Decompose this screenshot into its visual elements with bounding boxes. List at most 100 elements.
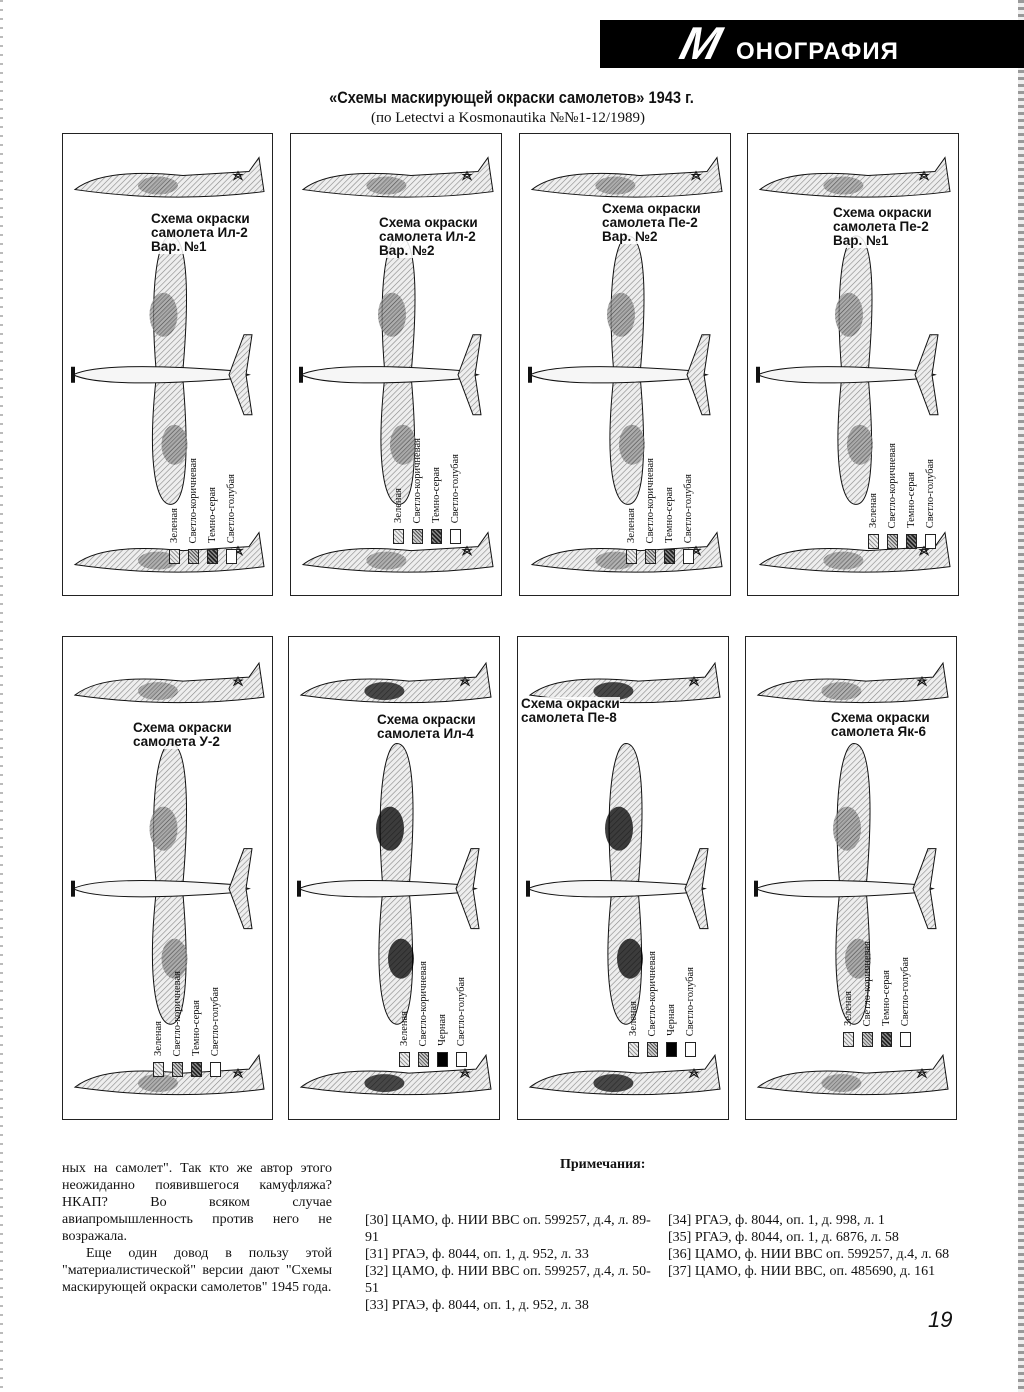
panel-title: Схема окраски самолета У-2 xyxy=(133,720,232,749)
legend-swatch xyxy=(190,1062,202,1077)
body-paragraph: Еще один довод в пользу этой "материалис… xyxy=(62,1246,332,1295)
legend-swatch xyxy=(684,1042,696,1057)
legend-item: Темно-серая xyxy=(189,1000,203,1077)
legend-label: Темно-серая xyxy=(430,467,442,523)
legend-swatch xyxy=(417,1052,429,1067)
legend-swatch xyxy=(646,1042,658,1057)
notes-left-column: [30] ЦАМО, ф. НИИ ВВС оп. 599257, д.4, л… xyxy=(365,1212,660,1314)
legend-swatch xyxy=(663,549,675,564)
legend-swatch xyxy=(398,1052,410,1067)
legend-swatch xyxy=(644,549,656,564)
legend-item: Темно-серая xyxy=(662,487,676,564)
plan-view xyxy=(71,742,253,1025)
legend-item: Светло-голубая xyxy=(898,957,912,1047)
legend-label: Зеленая xyxy=(625,508,637,543)
legend-item: Светло-коричневая xyxy=(170,971,184,1077)
legend-item: Светло-коричневая xyxy=(186,458,200,564)
legend-label: Черная xyxy=(665,1004,677,1036)
legend-label: Темно-серая xyxy=(663,487,675,543)
notes-right-column: [34] РГАЭ, ф. 8044, оп. 1, д. 998, л. 1 … xyxy=(668,1212,953,1280)
legend-label: Светло-голубая xyxy=(455,976,467,1046)
legend-swatch xyxy=(842,1032,854,1047)
legend-swatch xyxy=(682,549,694,564)
side-view xyxy=(73,661,265,704)
panel-title: Схема окраски самолета Пе-8 xyxy=(521,696,620,725)
note-item: [32] ЦАМО, ф. НИИ ВВС оп. 599257, д.4, л… xyxy=(365,1264,651,1296)
legend-swatch xyxy=(665,1042,677,1057)
side-view xyxy=(528,1053,721,1096)
legend-swatch xyxy=(411,529,423,544)
side-view xyxy=(756,1053,949,1096)
legend-item: Черная xyxy=(435,1014,449,1067)
legend-label: Светло-голубая xyxy=(449,453,461,523)
legend-label: Темно-серая xyxy=(905,472,917,528)
legend-label: Светло-голубая xyxy=(225,473,237,543)
legend-swatch xyxy=(455,1052,467,1067)
legend-item: Зеленая xyxy=(391,488,405,544)
legend-swatch xyxy=(187,549,199,564)
legend-label: Светло-голубая xyxy=(209,986,221,1056)
plan-view xyxy=(528,235,711,505)
body-paragraph: ных на самолет". Так кто же автор этого … xyxy=(62,1161,332,1244)
legend-label: Темно-серая xyxy=(206,487,218,543)
plan-view xyxy=(71,235,253,505)
legend-swatch xyxy=(436,1052,448,1067)
scan-edge-right xyxy=(1018,0,1024,1392)
side-view xyxy=(301,531,494,573)
legend-label: Черная xyxy=(436,1014,448,1046)
note-item: [37] ЦАМО, ф. НИИ ВВС, оп. 485690, д. 16… xyxy=(668,1264,936,1279)
legend-item: Зеленая xyxy=(397,1011,411,1067)
legend-item: Светло-голубая xyxy=(683,967,697,1057)
aircraft-drawing xyxy=(756,156,951,573)
plan-view xyxy=(297,742,480,1025)
legend-label: Зеленая xyxy=(152,1021,164,1056)
page-number: 19 xyxy=(928,1307,953,1332)
legend-label: Светло-голубая xyxy=(899,956,911,1026)
side-view xyxy=(299,661,492,704)
legend-swatch xyxy=(430,529,442,544)
legend-swatch xyxy=(209,1062,221,1077)
note-item: [33] РГАЭ, ф. 8044, оп. 1, д. 952, л. 38 xyxy=(365,1298,589,1313)
side-view xyxy=(758,531,951,573)
note-item: [35] РГАЭ, ф. 8044, оп. 1, д. 6876, л. 5… xyxy=(668,1230,899,1245)
color-legend: Зеленая Светло-коричневая Темно-серая Светл… xyxy=(151,947,222,1077)
note-item: [34] РГАЭ, ф. 8044, оп. 1, д. 998, л. 1 xyxy=(668,1213,885,1228)
legend-label: Светло-коричневая xyxy=(171,970,183,1056)
legend-label: Светло-коричневая xyxy=(861,940,873,1026)
legend-label: Светло-голубая xyxy=(924,458,936,528)
panel-title: Схема окраски самолета Ил-4 xyxy=(377,712,476,741)
aircraft-drawing xyxy=(299,156,494,573)
legend-item: Темно-серая xyxy=(904,472,918,549)
aircraft-drawing xyxy=(71,661,265,1096)
plan-view xyxy=(756,235,939,505)
legend-label: Светло-коричневая xyxy=(417,960,429,1046)
side-view xyxy=(73,156,265,198)
panel-title: Схема окраски самолета Пе-2 Вар. №1 xyxy=(833,205,932,248)
side-view xyxy=(758,156,951,198)
legend-swatch xyxy=(449,529,461,544)
legend-item: Светло-голубая xyxy=(454,977,468,1067)
note-item: [30] ЦАМО, ф. НИИ ВВС оп. 599257, д.4, л… xyxy=(365,1213,651,1245)
plan-view xyxy=(299,235,482,505)
legend-item: Черная xyxy=(664,1004,678,1057)
legend-swatch xyxy=(880,1032,892,1047)
figure-subtitle: (по Letectvi a Kosmonautika №№1-12/1989) xyxy=(370,110,646,126)
scan-edge-left xyxy=(0,0,3,1392)
legend-item: Зеленая xyxy=(167,508,181,564)
legend-item: Зеленая xyxy=(626,1001,640,1057)
legend-label: Зеленая xyxy=(842,991,854,1026)
legend-swatch xyxy=(225,549,237,564)
legend-item: Светло-голубая xyxy=(681,474,695,564)
section-banner: М ОНОГРАФИЯ xyxy=(600,17,1024,68)
side-view xyxy=(528,661,721,704)
side-view xyxy=(299,1053,492,1096)
